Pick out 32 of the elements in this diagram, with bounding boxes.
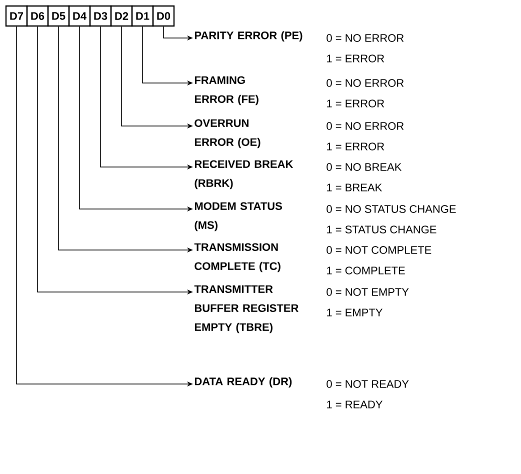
field-label: DATA READY (DR) [194, 377, 292, 388]
bit-cell: D7 [5, 5, 28, 27]
value-text: 0 = NO ERROR [326, 79, 404, 87]
bit-cell: D1 [131, 5, 154, 27]
value-text: 0 = NO ERROR [326, 34, 404, 42]
field-label: OVERRUN ERROR (OE) [194, 119, 260, 148]
bit-cell: D6 [26, 5, 49, 27]
field-label: TRANSMISSION COMPLETE (TC) [194, 243, 280, 272]
value-text: 1 = ERROR [327, 54, 384, 62]
field-label: FRAMING ERROR (FE) [194, 76, 258, 106]
value-text: 1 = READY [327, 400, 382, 408]
bit-cell: D4 [68, 5, 91, 27]
bit-cell: D5 [47, 5, 70, 27]
value-text: 0 = NO STATUS CHANGE [326, 205, 456, 213]
value-text: 1 = ERROR [327, 142, 384, 150]
bit-cell: D3 [89, 5, 112, 27]
field-label: PARITY ERROR (PE) [194, 31, 302, 42]
field-label: MODEM STATUS (MS) [194, 202, 282, 232]
field-label: RECEIVED BREAK (RBRK) [194, 160, 294, 190]
bit-cell: D2 [110, 5, 133, 27]
value-text: 0 = NO ERROR [326, 122, 404, 130]
value-text: 1 = EMPTY [327, 308, 382, 316]
field-label: TRANSMITTER BUFFER REGISTER EMPTY (TBRE) [194, 285, 298, 334]
value-text: 1 = ERROR [327, 100, 384, 108]
value-text: 1 = BREAK [327, 184, 382, 192]
value-text: 0 = NOT EMPTY [326, 288, 409, 296]
value-text: 0 = NOT READY [326, 380, 409, 388]
bit-cell: D0 [152, 5, 175, 27]
value-text: 0 = NOT COMPLETE [326, 246, 432, 254]
value-text: 1 = COMPLETE [327, 266, 405, 274]
value-text: 0 = NO BREAK [326, 163, 402, 171]
value-text: 1 = STATUS CHANGE [327, 226, 436, 234]
